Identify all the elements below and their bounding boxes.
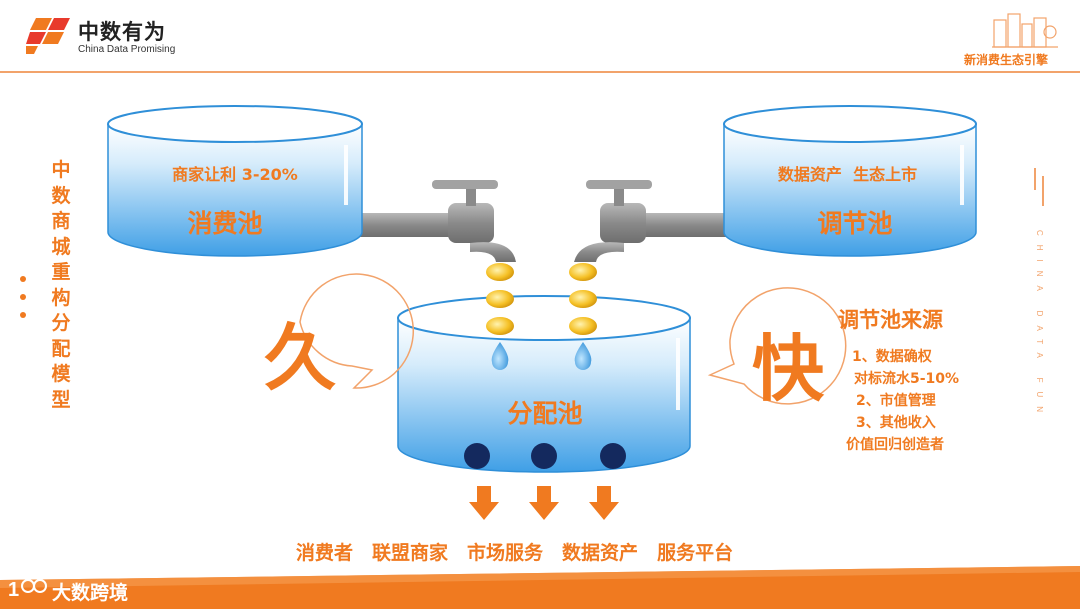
regulation-subtitle: 数据资产 生态上市 [777,165,918,184]
right-speech-bubble [707,287,847,405]
output-item: 服务平台 [657,542,734,564]
regulation-sources-list: 1、数据确权 对标流水5-10% 2、市值管理 3、其他收入 价值回归创造者 [846,346,959,456]
left-speech-bubble [299,273,415,389]
right-faucet-icon [574,180,726,262]
regulation-sources-title: 调节池来源 [838,308,943,332]
distribution-label: 分配池 [507,399,583,428]
bullet-dots [20,276,32,330]
logo-subtitle: China Data Promising [78,44,176,55]
regulation-label: 调节池 [817,209,893,238]
slow-character: 久 [263,316,336,400]
footer-logo-icon: 1 [8,579,47,601]
source-item: 1、数据确权 [852,349,932,365]
output-item: 联盟商家 [372,542,449,564]
water-drop-icon [574,342,592,370]
footer-brand-text: 大数跨境 [52,582,129,604]
output-item: 市场服务 [467,542,544,564]
brand-tagline: 新消费生态引擎 [964,53,1049,67]
logo-title: 中数有为 [78,20,166,44]
decor-bar [1034,168,1036,190]
source-item: 价值回归创造者 [846,437,944,453]
fast-character: 快 [751,327,824,411]
svg-text:1: 1 [8,579,19,601]
city-buildings-icon [992,13,1058,48]
down-arrow-icon [469,486,499,520]
down-arrow-icon [589,486,619,520]
company-logo-icon [26,18,70,54]
source-item: 2、市值管理 [856,393,936,409]
source-item: 3、其他收入 [856,415,936,431]
output-item: 数据资产 [562,542,639,564]
down-arrow-icon [529,486,559,520]
coins-right-icon [569,263,597,335]
distribution-tank [397,295,691,473]
output-labels: 消费者联盟商家市场服务数据资产服务平台 [296,538,752,565]
source-item: 对标流水5-10% [854,371,960,387]
coins-left-icon [486,263,514,335]
regulation-tank [723,105,977,257]
consumption-tank [107,105,363,257]
decor-bar [1042,176,1044,206]
consumption-label: 消费池 [187,209,263,238]
output-item: 消费者 [296,542,354,564]
water-drop-icon [491,342,509,370]
vertical-title: 中数商城重构分配模型 [51,159,71,411]
consumption-subtitle: 商家让利 3-20% [172,165,298,184]
left-faucet-icon [360,180,516,262]
vertical-english-text: CHINA DATA FUN [1035,230,1044,422]
header-divider [0,71,1080,73]
